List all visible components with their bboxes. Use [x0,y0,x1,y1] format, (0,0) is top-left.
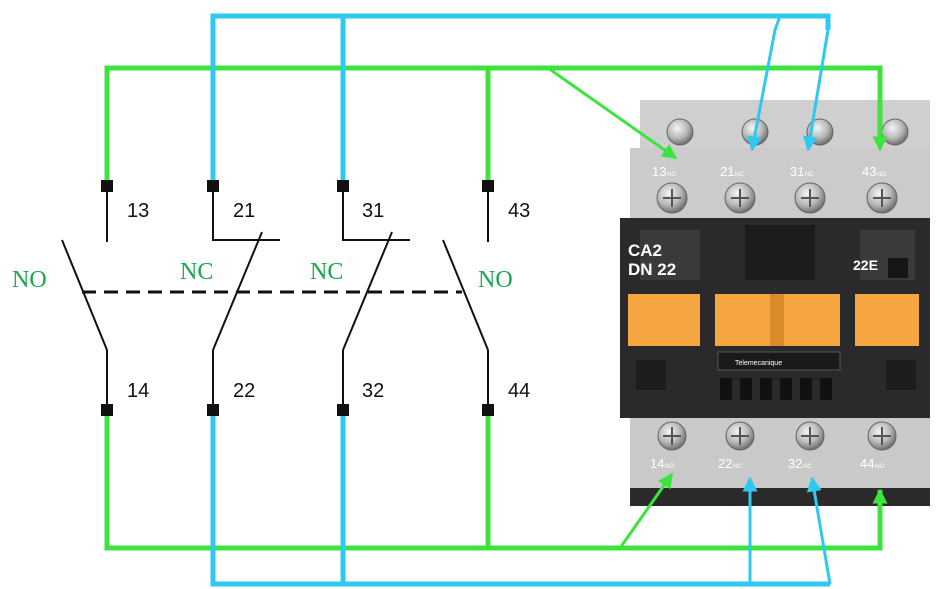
terminal-13-label: 13 [652,164,666,179]
right-indicator-window [855,294,919,346]
terminal-32-label: 32 [788,456,802,471]
svg-text:NC: NC [805,172,814,178]
label-43: 43 [508,200,530,222]
arrow-to-13 [547,66,678,160]
terminal-block-21 [207,180,219,192]
terminal-block-13 [101,180,113,192]
model-line-2: DN 22 [628,260,676,279]
svg-text:NC: NC [803,464,812,470]
wire-21-top [210,13,780,186]
terminal-block-31 [337,180,349,192]
left-indicator-window [628,294,700,346]
label-31: 31 [362,200,384,222]
brand-plate [717,351,841,371]
svg-text:NO: NO [667,172,676,178]
arrow-to-32 [806,476,832,585]
label-13: 13 [127,200,149,222]
mode-label-nc-left: NC [180,259,213,285]
terminal-block-32 [337,404,349,416]
terminal-block-14 [101,404,113,416]
terminal-14-label: 14 [650,456,664,471]
svg-text:NO: NO [875,464,884,470]
model-line-1: CA2 [628,241,662,260]
mode-label-no-right: NO [478,267,513,293]
svg-text:NC: NC [733,464,742,470]
label-14: 14 [127,380,149,402]
terminal-blocks [101,180,494,416]
schematic-contacts [61,186,489,410]
svg-text:NO: NO [665,464,674,470]
svg-text:NC: NC [735,172,744,178]
contact-43-44-blade [442,239,489,351]
wire-top-right [780,13,831,30]
terminal-22-label: 22 [718,456,732,471]
contact-number-labels: 13 14 21 22 31 32 43 44 [127,200,530,402]
contact-31-32-blade [342,231,393,351]
top-terminal-labels: 13 NO 21 NC 31 NC 43 NO [652,164,886,179]
terminal-21-label: 21 [720,164,734,179]
mode-label-nc-right: NC [310,259,343,285]
brand-name: Telemecanique [735,360,782,367]
label-32: 32 [362,380,384,402]
wire-14-44-bottom [104,410,491,551]
mode-label-no-left: NO [12,267,47,293]
nc-circuit-wires [210,13,831,587]
terminal-44-label: 44 [860,456,874,471]
top-screws [656,182,898,214]
terminal-block-44 [482,404,494,416]
label-44: 44 [508,380,530,402]
wire-13-43-top [104,65,883,186]
contact-mode-labels: NO NC NC NO [12,259,513,293]
terminal-block-22 [207,404,219,416]
contact-13-14-blade [61,239,108,351]
label-21: 21 [233,200,255,222]
terminal-31-label: 31 [790,164,804,179]
contactor-device: CA2 DN 22 22E Telemecanique 13 NO 21 NC … [620,100,930,506]
terminal-block-43 [482,180,494,192]
terminal-43-label: 43 [862,164,876,179]
arrow-to-31 [802,29,830,152]
svg-text:NO: NO [877,172,886,178]
device-code: 22E [853,257,878,273]
arrow-to-21 [747,15,782,152]
label-22: 22 [233,380,255,402]
wire-22-bottom [210,410,830,587]
bottom-terminal-labels: 14 NO 22 NC 32 NC 44 NO [650,456,884,471]
arrow-to-14 [618,472,674,549]
